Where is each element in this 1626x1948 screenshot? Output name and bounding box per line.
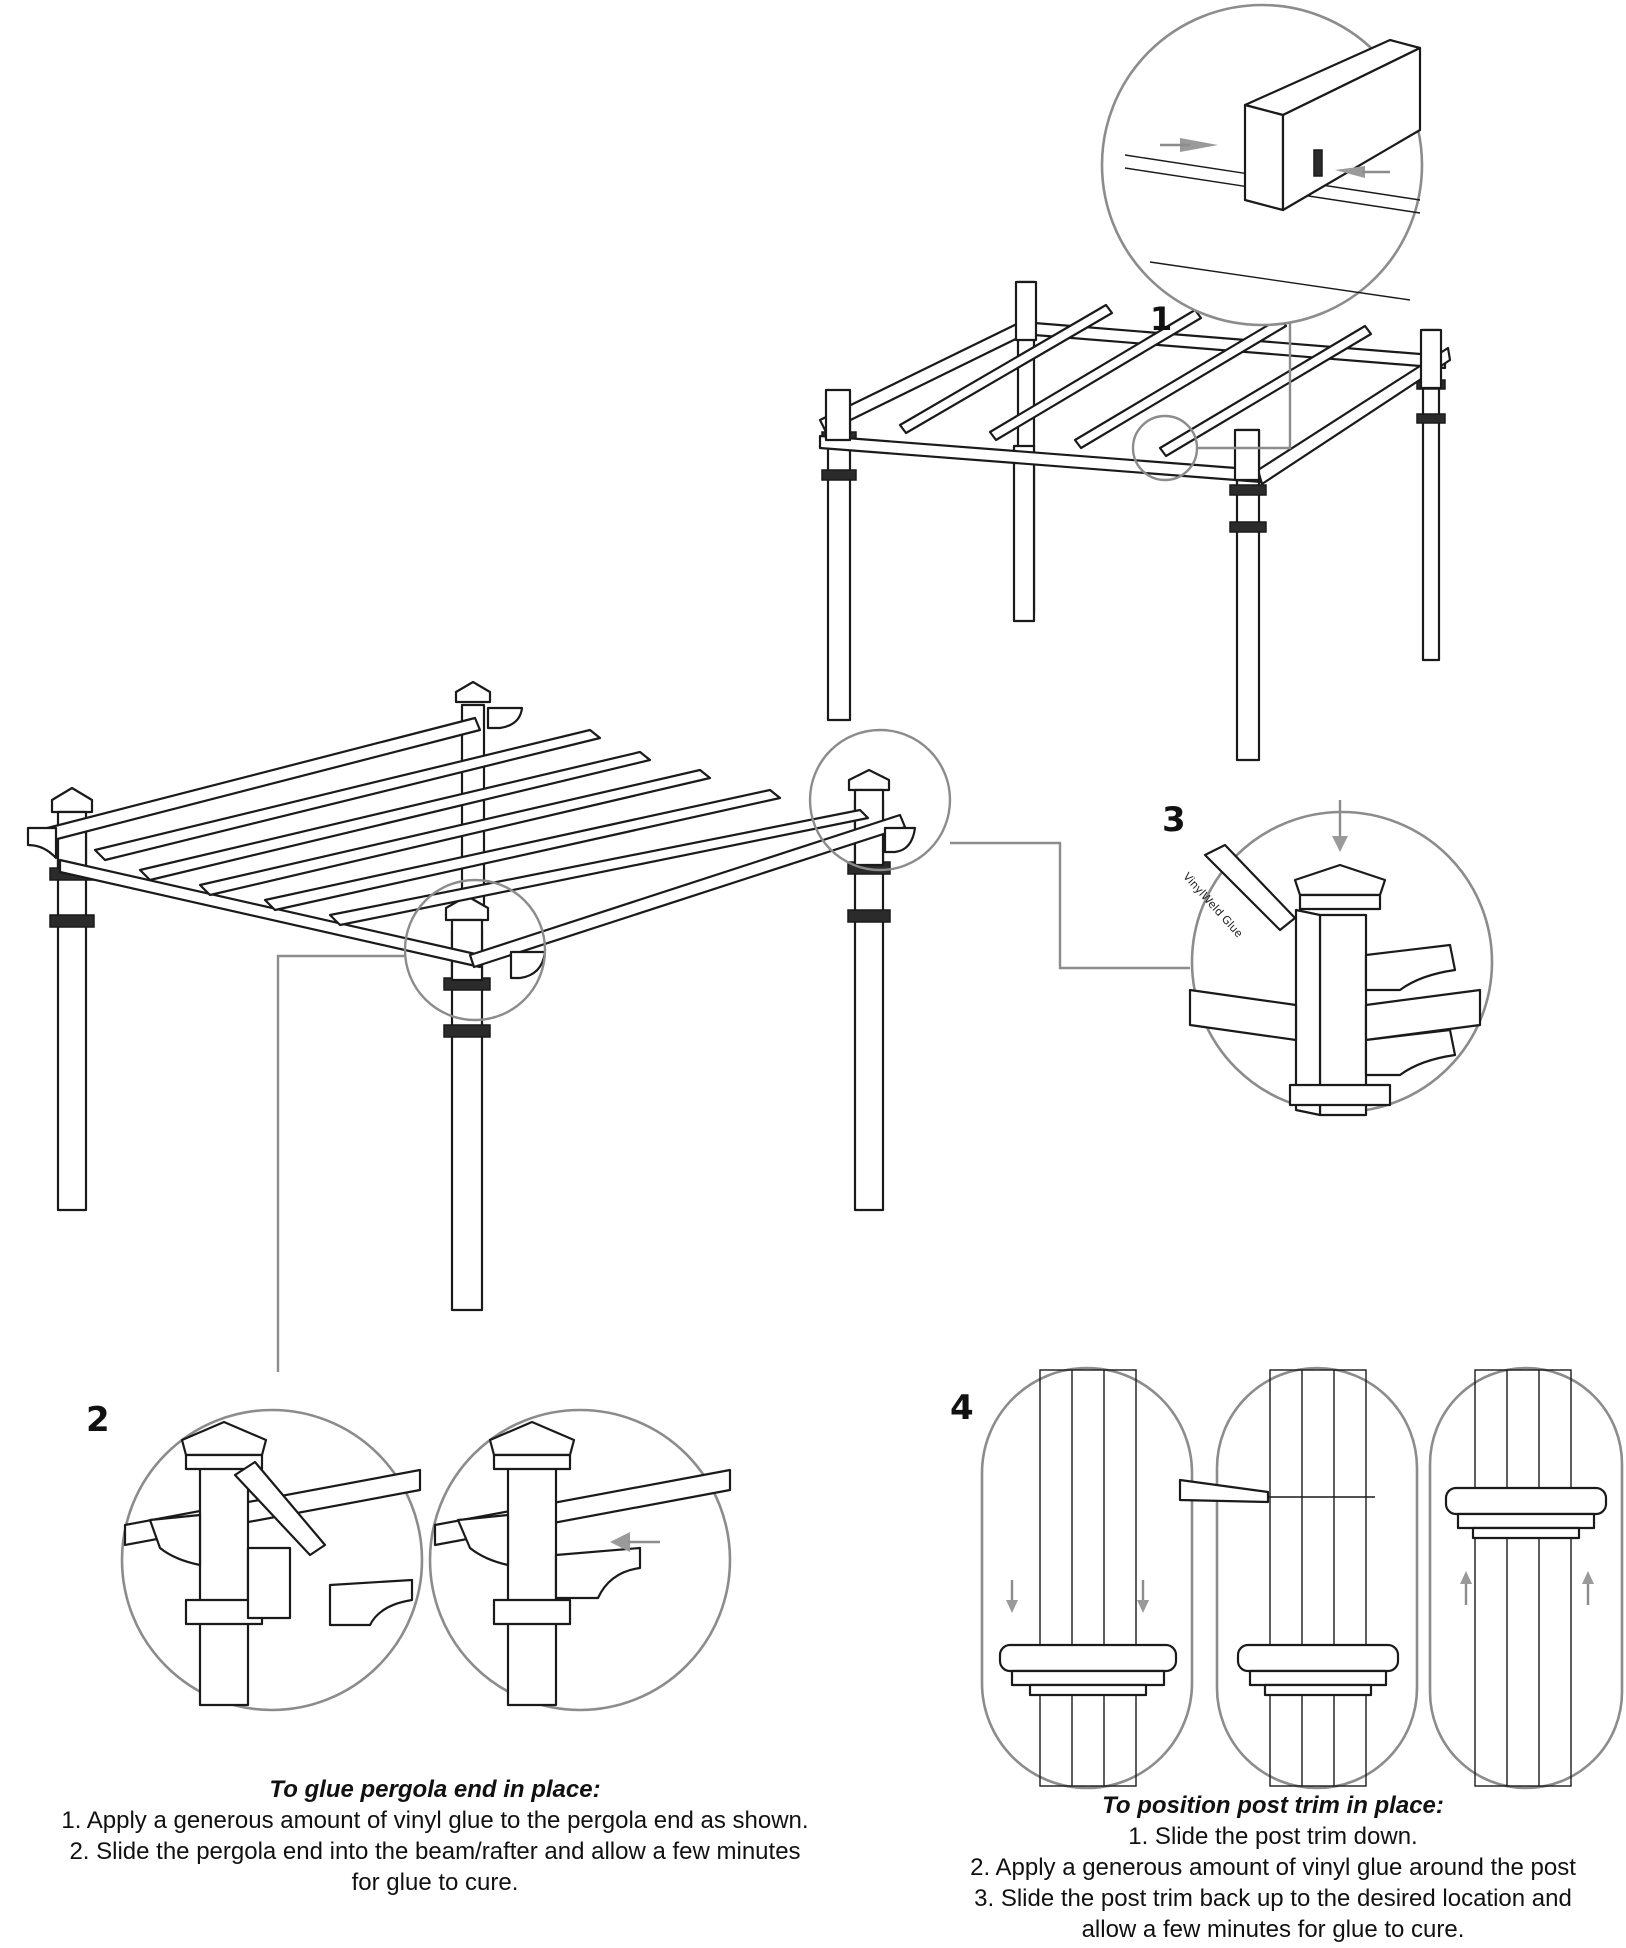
trim-instructions-line-1: 1. Slide the post trim down.	[1128, 1823, 1418, 1850]
pergola-frame-diagram: 1	[818, 280, 1452, 762]
post-trim-panels	[980, 1366, 1624, 1790]
end-glue-detail-callouts	[120, 1408, 732, 1712]
glue-instructions-line-1: 1. Apply a generous amount of vinyl glue…	[61, 1807, 809, 1834]
glue-instructions-line-3: for glue to cure.	[351, 1869, 519, 1896]
step-2-number: 2	[86, 1400, 110, 1440]
trim-instructions-line-2: 2. Apply a generous amount of vinyl glue…	[970, 1854, 1576, 1881]
trim-instructions: To position post trim in place: 1. Slide…	[920, 1790, 1626, 1945]
trim-instructions-line-3: 3. Slide the post trim back up to the de…	[974, 1885, 1572, 1912]
step-4-number: 4	[950, 1388, 974, 1428]
glue-instructions: To glue pergola end in place: 1. Apply a…	[0, 1774, 870, 1898]
glue-instructions-title: To glue pergola end in place:	[269, 1776, 601, 1803]
trim-instructions-line-4: allow a few minutes for glue to cure.	[1081, 1916, 1465, 1943]
pergola-diagram	[26, 680, 1190, 1372]
glue-instructions-line-2: 2. Slide the pergola end into the beam/r…	[69, 1838, 801, 1865]
beam-detail-callout	[1100, 3, 1424, 327]
trim-instructions-title: To position post trim in place:	[1102, 1792, 1444, 1819]
step-1-number: 1	[1150, 300, 1172, 338]
step-3-number: 3	[1162, 800, 1186, 840]
post-cap-detail-callout	[1188, 800, 1494, 1117]
